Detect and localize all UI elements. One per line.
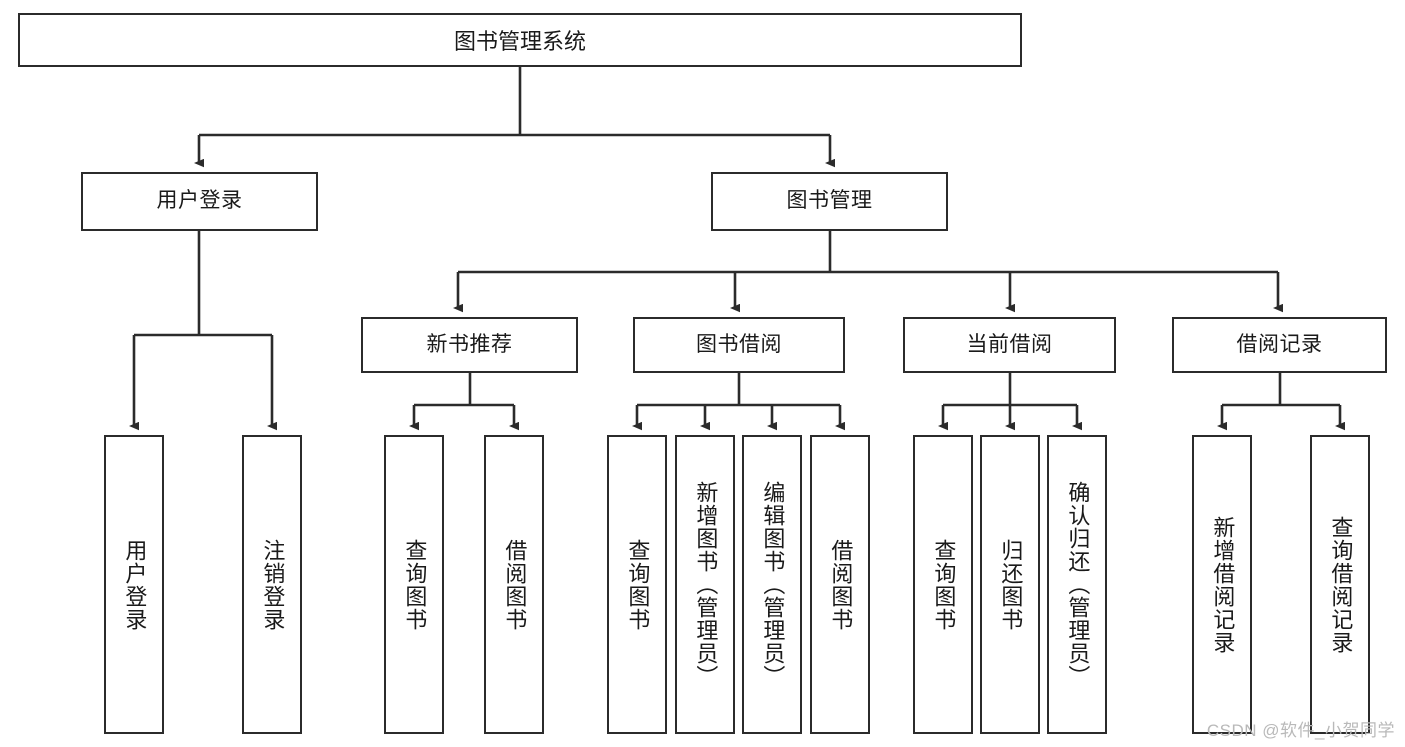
node-leaf-query-borrow-record[interactable]: 查询借阅记录 — [1310, 435, 1370, 734]
node-label: 借阅图书 — [502, 538, 528, 631]
node-label: 新增借阅记录 — [1210, 515, 1236, 654]
node-label: 借阅图书 — [828, 538, 854, 631]
node-current-borrow[interactable]: 当前借阅 — [903, 317, 1116, 373]
node-leaf-query-book-recommend[interactable]: 查询图书 — [384, 435, 444, 734]
node-label: 归还图书 — [998, 538, 1024, 631]
node-leaf-confirm-return[interactable]: 确认归还（管理员） — [1047, 435, 1107, 734]
node-label: 查询图书 — [931, 538, 957, 631]
node-leaf-query-book-borrow[interactable]: 查询图书 — [607, 435, 667, 734]
node-label: 确认归还（管理员） — [1065, 481, 1091, 688]
node-label: 编辑图书（管理员） — [760, 481, 786, 688]
node-leaf-edit-book[interactable]: 编辑图书（管理员） — [742, 435, 802, 734]
node-leaf-query-book-current[interactable]: 查询图书 — [913, 435, 973, 734]
node-label: 当前借阅 — [966, 332, 1053, 356]
node-book-borrow[interactable]: 图书借阅 — [633, 317, 845, 373]
node-user-login[interactable]: 用户登录 — [81, 172, 318, 231]
node-label: 新书推荐 — [426, 332, 513, 356]
node-leaf-user-logout[interactable]: 注销登录 — [242, 435, 302, 734]
node-leaf-add-borrow-record[interactable]: 新增借阅记录 — [1192, 435, 1252, 734]
node-leaf-user-login[interactable]: 用户登录 — [104, 435, 164, 734]
node-label: 查询借阅记录 — [1328, 515, 1354, 654]
node-label: 图书管理系统 — [453, 29, 586, 54]
node-leaf-add-book[interactable]: 新增图书（管理员） — [675, 435, 735, 734]
node-leaf-borrow-book-recommend[interactable]: 借阅图书 — [484, 435, 544, 734]
node-label: 查询图书 — [625, 538, 651, 631]
node-label: 注销登录 — [260, 538, 286, 631]
node-label: 新增图书（管理员） — [693, 481, 719, 688]
node-new-book-recommend[interactable]: 新书推荐 — [361, 317, 578, 373]
node-label: 查询图书 — [402, 538, 428, 631]
node-label: 用户登录 — [122, 538, 148, 631]
node-borrow-record[interactable]: 借阅记录 — [1172, 317, 1387, 373]
node-leaf-return-book[interactable]: 归还图书 — [980, 435, 1040, 734]
node-book-management[interactable]: 图书管理 — [711, 172, 948, 231]
csdn-watermark: CSDN @软件_小贺同学 — [1206, 721, 1395, 740]
node-label: 借阅记录 — [1236, 332, 1323, 356]
node-label: 图书借阅 — [696, 332, 782, 356]
node-root-book-management-system[interactable]: 图书管理系统 — [18, 13, 1022, 67]
node-label: 图书管理 — [786, 189, 873, 213]
node-label: 用户登录 — [156, 189, 243, 213]
node-leaf-borrow-book[interactable]: 借阅图书 — [810, 435, 870, 734]
